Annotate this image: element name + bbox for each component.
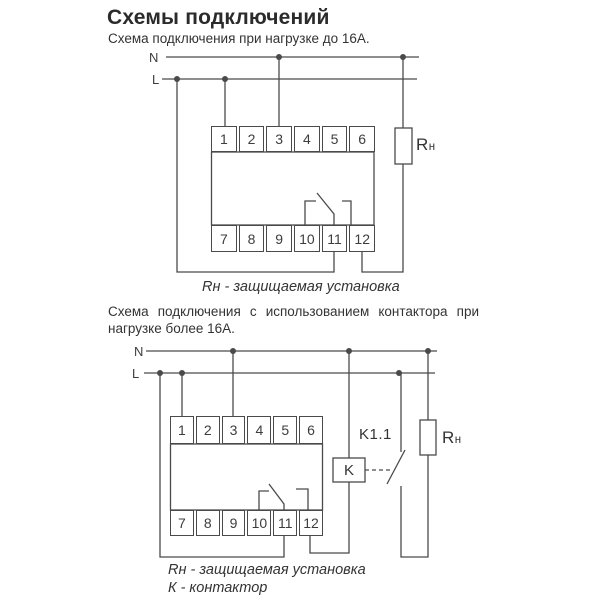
terminal-cell: 4 — [247, 416, 272, 444]
junction-dot — [346, 348, 352, 354]
junction-dot — [425, 348, 431, 354]
terminal-cell: 6 — [349, 126, 376, 152]
d1-load-label-sub: н — [428, 141, 436, 153]
terminal-cell: 7 — [211, 225, 237, 252]
d1-l-bus-label: L — [152, 72, 160, 87]
terminal-cell: 4 — [294, 126, 320, 152]
terminal-cell: 8 — [238, 225, 265, 252]
d2-contactor-contact-label: K1.1 — [359, 426, 392, 443]
d2-contact-to-load-wire — [400, 455, 429, 558]
junction-dot — [222, 76, 228, 82]
junction-dot — [396, 370, 402, 376]
d2-l-bus-label: L — [132, 366, 140, 381]
terminal-cell: 5 — [273, 416, 298, 444]
junction-dot — [230, 348, 236, 354]
terminal-cell: 1 — [170, 416, 194, 444]
diagram1-subtitle: Схема подключения при нагрузке до 16А. — [108, 31, 370, 46]
d1-terminal-row-bottom: 7 8 9 10 11 12 — [211, 225, 376, 252]
d2-terminal-row-bottom: 7 8 9 10 11 12 — [170, 510, 323, 536]
d2-load-resistor — [419, 419, 437, 456]
terminal-cell: 8 — [195, 510, 220, 536]
terminal-cell: 6 — [299, 416, 323, 444]
terminal-cell: 3 — [266, 126, 293, 152]
d1-load-label: R н — [416, 135, 435, 155]
diagram2-subtitle: Схема подключения с использованием конта… — [108, 304, 479, 336]
terminal-cell: 12 — [299, 510, 323, 536]
d2-device-body — [169, 443, 324, 511]
terminal-cell: 1 — [211, 126, 237, 152]
terminal-cell: 2 — [195, 416, 220, 444]
terminal-cell: 10 — [247, 510, 272, 536]
d2-load-label-sub: н — [454, 434, 462, 446]
d1-load-label-main: R — [416, 135, 429, 154]
d2-n-bus-label: N — [134, 344, 144, 359]
d1-device-body — [210, 151, 375, 226]
d1-load-resistor — [394, 127, 413, 165]
junction-dot — [179, 370, 185, 376]
d1-caption: Rн - защищаемая установка — [202, 279, 400, 295]
d2-relay-contact-symbol — [258, 483, 309, 511]
terminal-cell: 2 — [238, 126, 265, 152]
terminal-cell: 12 — [349, 225, 376, 252]
page-title: Схемы подключений — [107, 6, 330, 29]
d1-n-bus-label: N — [149, 50, 159, 65]
terminal-cell: 10 — [294, 225, 320, 252]
junction-dot — [157, 370, 163, 376]
d2-contactor-coil-label: K — [343, 461, 354, 479]
diagram1-junction-dots — [174, 54, 406, 82]
d2-terminal-row-top: 1 2 3 4 5 6 — [170, 416, 323, 444]
terminal-cell: 5 — [321, 126, 348, 152]
d1-terminal-row-top: 1 2 3 4 5 6 — [211, 126, 376, 152]
d1-relay-contact-symbol — [304, 192, 352, 225]
d2-load-label-main: R — [442, 428, 455, 447]
terminal-cell: 11 — [273, 510, 298, 536]
terminal-cell: 9 — [266, 225, 293, 252]
d2-captions: Rн - защищаемая установка К - контактор — [168, 562, 366, 597]
junction-dot — [276, 54, 282, 60]
terminal-cell: 9 — [221, 510, 246, 536]
junction-dot — [400, 54, 406, 60]
d2-caption-load: Rн - защищаемая установка — [168, 562, 366, 578]
d2-contact-blade — [386, 449, 406, 485]
terminal-cell: 3 — [221, 416, 246, 444]
diagram2-junction-dots — [157, 348, 431, 376]
terminal-cell: 11 — [321, 225, 348, 252]
terminal-cell: 7 — [170, 510, 194, 536]
d2-load-label: R н — [442, 428, 461, 448]
junction-dot — [174, 76, 180, 82]
d1-terminal12-to-load-wire — [361, 164, 404, 273]
d2-caption-contactor: К - контактор — [168, 579, 268, 596]
